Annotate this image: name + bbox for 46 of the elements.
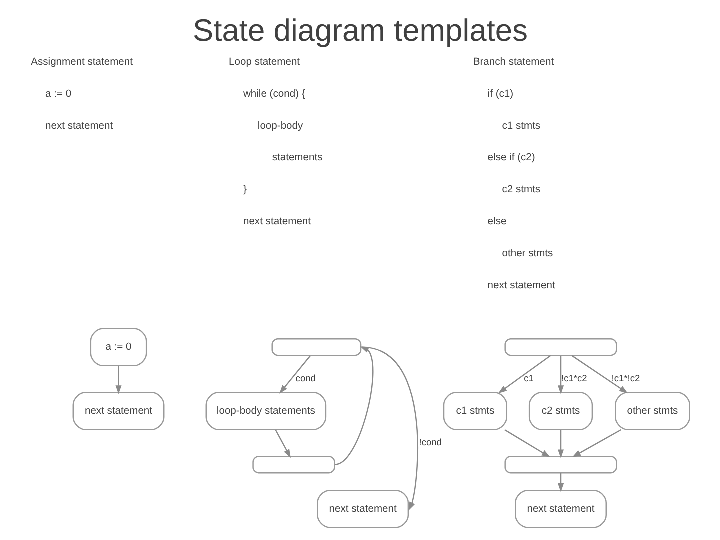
- label: loop-body: [257, 120, 303, 132]
- label: a := 0: [45, 88, 72, 100]
- node-box: next statement: [72, 392, 164, 430]
- label: statements: [272, 152, 322, 164]
- label: if (c1): [487, 88, 514, 100]
- arrow: [498, 355, 551, 394]
- edge-label: !c1*c2: [561, 374, 587, 384]
- edge-label: !cond: [418, 437, 442, 448]
- label: next statement: [45, 120, 113, 132]
- arrow: [571, 355, 628, 394]
- diagram-title: State diagram templates: [192, 13, 528, 48]
- arrow: [279, 356, 310, 394]
- label: next statement: [487, 280, 555, 292]
- arrow: [115, 366, 122, 394]
- arrow: [334, 346, 374, 466]
- node-box: [271, 338, 362, 356]
- edge-label: !c1*!c2: [611, 374, 640, 384]
- node-box: next statement: [514, 490, 606, 528]
- edge-label: c1: [524, 374, 534, 384]
- node-box: [252, 456, 335, 474]
- label: Loop statement: [228, 56, 300, 68]
- node-box: c1 stmts: [442, 392, 507, 430]
- node-box: c2 stmts: [528, 392, 593, 430]
- label: other stmts: [502, 248, 553, 260]
- label: }: [242, 184, 246, 196]
- arrow: [557, 430, 564, 458]
- label: else if (c2): [487, 152, 535, 164]
- arrow: [557, 473, 564, 492]
- arrow: [557, 356, 564, 394]
- label: Branch statement: [472, 56, 554, 68]
- node-box: a := 0: [90, 328, 147, 366]
- label: c1 stmts: [502, 120, 540, 132]
- arrow: [274, 430, 290, 458]
- label: while (cond) {: [242, 88, 305, 100]
- arrow: [504, 429, 550, 458]
- node-box: loop-body statements: [205, 392, 326, 430]
- label: Assignment statement: [30, 56, 132, 68]
- node-box: next statement: [316, 490, 409, 528]
- node-box: [504, 456, 617, 474]
- label: c2 stmts: [502, 184, 540, 196]
- label: else: [487, 216, 506, 228]
- node-box: [504, 338, 617, 356]
- label: next statement: [242, 216, 311, 228]
- node-box: other stmts: [614, 392, 690, 430]
- edge-label: cond: [295, 374, 316, 384]
- arrow: [572, 429, 621, 458]
